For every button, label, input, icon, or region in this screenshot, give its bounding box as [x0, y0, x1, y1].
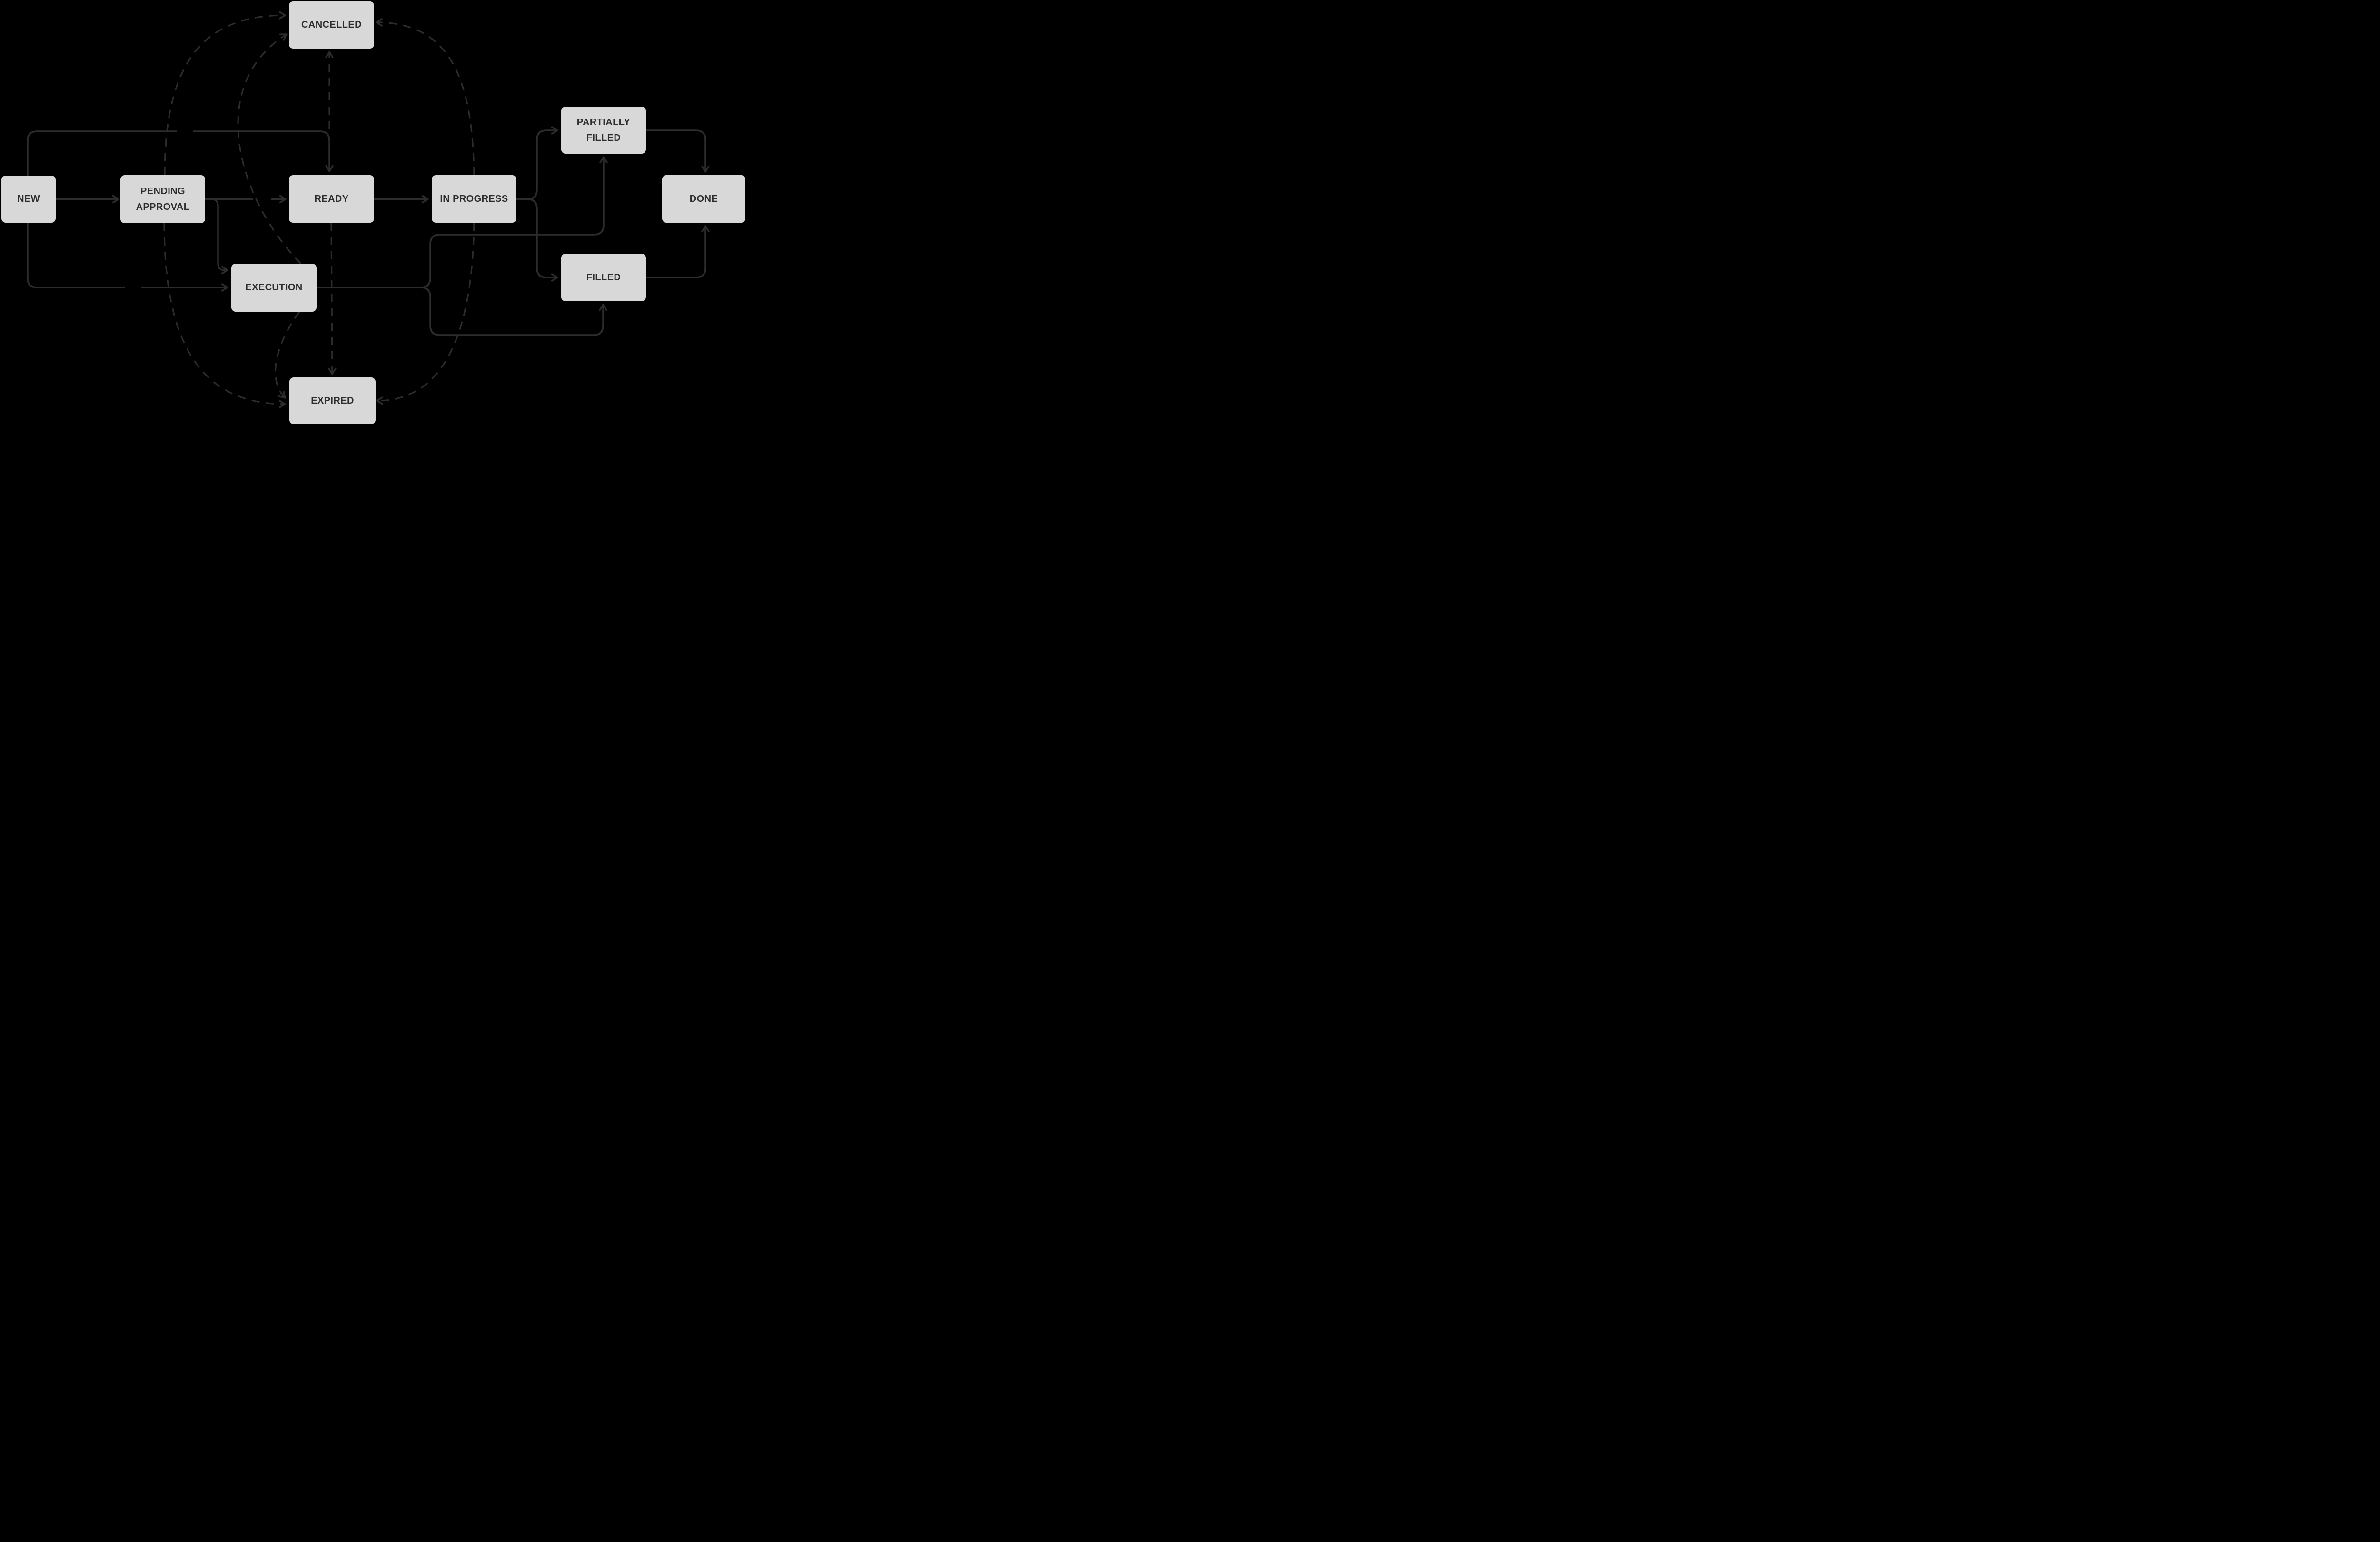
edge-execution-to-filled — [317, 287, 607, 336]
state-node-pending-approval: PENDING APPROVAL — [120, 175, 205, 223]
edge-in-progress-to-partially-filled — [516, 126, 558, 200]
edge-execution-to-partially-filled — [317, 156, 608, 288]
state-node-new: NEW — [1, 176, 56, 223]
state-node-partially-filled: PARTIALLY FILLED — [561, 107, 646, 154]
state-node-filled: FILLED — [561, 254, 646, 301]
state-node-expired: EXPIRED — [289, 377, 376, 424]
edge-new-to-ready — [27, 130, 329, 176]
state-diagram-canvas: NEW PENDING APPROVAL READY IN PROGRESS DONE P… — [0, 0, 746, 424]
edge-new-to-execution — [27, 223, 228, 287]
edge-filled-to-done — [646, 225, 710, 278]
edge-ready-to-expired — [328, 222, 337, 375]
edge-in-progress-to-expired — [376, 222, 475, 405]
edges-layer — [27, 11, 710, 408]
edge-partially-filled-to-done — [646, 129, 710, 173]
edge-execution-to-cancelled — [237, 33, 302, 265]
state-node-done: DONE — [662, 175, 745, 223]
edge-pending-approval-to-expired — [163, 223, 286, 408]
edge-in-progress-to-cancelled — [376, 18, 475, 176]
edge-pending-approval-to-execution — [212, 198, 228, 275]
state-node-execution: EXECUTION — [231, 264, 317, 312]
state-node-in-progress: IN PROGRESS — [432, 175, 516, 223]
edge-pending-approval-to-cancelled — [164, 11, 286, 176]
state-node-ready: READY — [289, 175, 374, 223]
state-node-cancelled: CANCELLED — [289, 1, 374, 49]
edge-in-progress-to-filled — [516, 198, 558, 282]
